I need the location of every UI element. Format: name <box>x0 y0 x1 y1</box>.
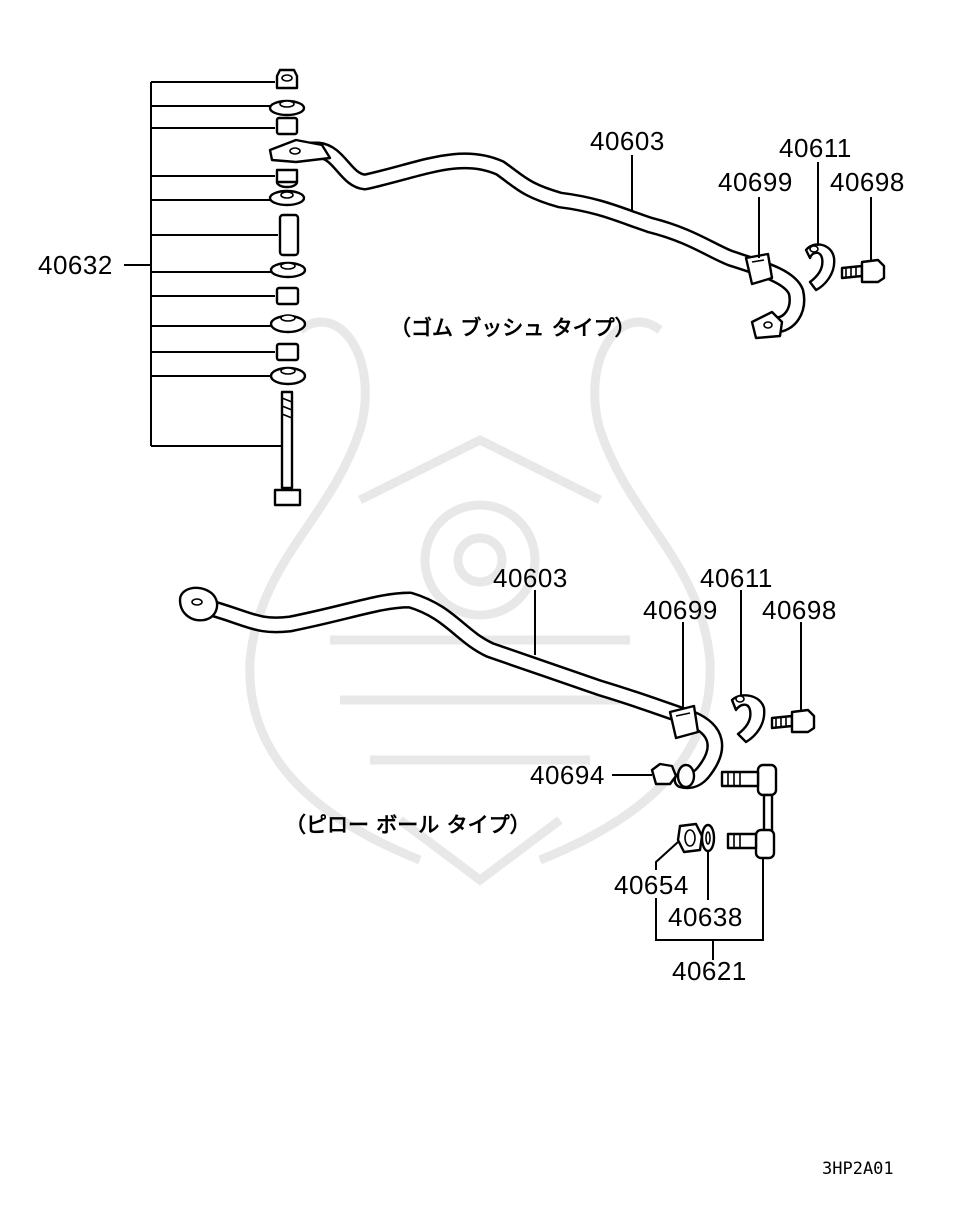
bushing-40699-top <box>744 252 774 286</box>
caption-rubber-bushing-type: （ゴム ブッシュ タイプ） <box>390 316 636 340</box>
watermark-emblem <box>245 317 715 886</box>
label-40621: 40621 <box>672 956 747 986</box>
bracket-40611-bottom <box>730 694 766 744</box>
label-40638: 40638 <box>668 902 743 932</box>
leader-40621-bracket <box>655 858 764 960</box>
washer-40638 <box>700 823 716 853</box>
bushing-kit-40632 <box>124 68 307 507</box>
bolt-40698-top <box>840 258 886 284</box>
stabilizer-bar-bottom <box>178 586 724 790</box>
label-40603-top: 40603 <box>590 126 665 156</box>
label-40611-top: 40611 <box>779 133 852 163</box>
label-40632: 40632 <box>38 250 113 280</box>
label-40611-bottom: 40611 <box>700 563 773 593</box>
label-40654: 40654 <box>614 870 689 900</box>
stabilizer-link-40621 <box>720 763 778 860</box>
label-40698-top: 40698 <box>830 167 905 197</box>
label-40603-bottom: 40603 <box>493 563 568 593</box>
nut-40694 <box>650 762 696 789</box>
bushing-40699-bottom <box>668 704 700 740</box>
bushing-40654 <box>676 822 704 854</box>
leader-40654 <box>655 841 679 870</box>
label-40694: 40694 <box>530 760 605 790</box>
kit-bracket <box>150 81 285 447</box>
label-40699-top: 40699 <box>718 167 793 197</box>
label-40699-bottom: 40699 <box>643 595 718 625</box>
bolt-40698-bottom <box>770 708 816 734</box>
bracket-40611-top <box>804 243 836 292</box>
caption-pillow-ball-type: （ピロー ボール タイプ） <box>285 813 531 837</box>
drawing-code: 3HP2A01 <box>822 1159 894 1179</box>
label-40698-bottom: 40698 <box>762 595 837 625</box>
stabilizer-bar-top <box>268 138 806 340</box>
